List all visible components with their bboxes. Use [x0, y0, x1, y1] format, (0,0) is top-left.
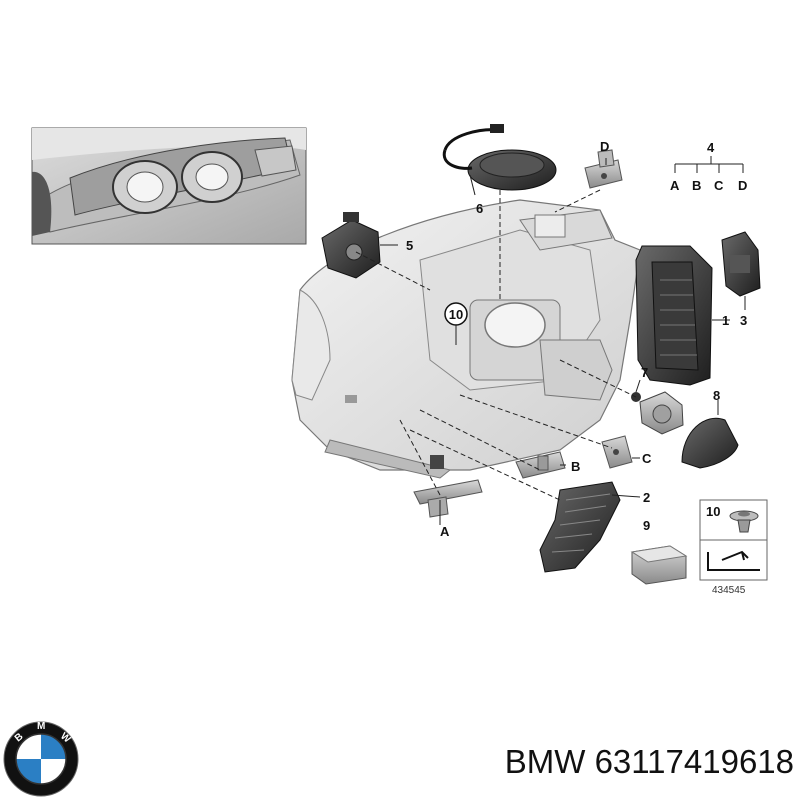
tree-leaf-C: C [714, 178, 724, 193]
callout-7: 7 [641, 365, 648, 380]
part-C-bracket [601, 435, 633, 469]
footer-title: BMW 63117419618 [418, 738, 794, 786]
part-A-bracket [413, 479, 483, 518]
part-9-box [630, 545, 688, 585]
bmw-logo-icon: B M W [3, 721, 79, 797]
callout-10: 10 [449, 307, 463, 322]
tree-root: 4 [707, 140, 715, 155]
callout-labels: 5 6 D 1 3 7 8 C B 2 A 9 [406, 139, 747, 539]
callout-3: 3 [740, 313, 747, 328]
inset-label-10: 10 [706, 504, 720, 519]
callout-A: A [440, 524, 450, 539]
leader-lines [355, 158, 746, 525]
headlight-housing [291, 199, 641, 479]
tree-leaf-A: A [670, 178, 680, 193]
part-2-seal [539, 481, 621, 573]
sheet-number: 434545 [712, 585, 746, 596]
callout-C: C [642, 451, 652, 466]
screw-icon [729, 510, 759, 533]
part-6-cover-cap [442, 124, 557, 191]
part-3-module [721, 231, 761, 297]
callout-B: B [571, 459, 580, 474]
inset-box: 10 [699, 499, 768, 581]
tree-leaf-B: B [692, 178, 701, 193]
part-10-marker: 10 [444, 302, 468, 326]
part-D-bracket [584, 149, 623, 189]
part-5-leveling-motor [321, 212, 381, 279]
symbol-icon [707, 550, 760, 571]
callout-8: 8 [713, 388, 720, 403]
callout-1: 1 [722, 313, 729, 328]
part-8-cap [681, 417, 739, 469]
part-1-control-unit [635, 245, 713, 386]
footer-part-number: 63117419618 [594, 743, 794, 780]
footer-brand: BMW [504, 743, 586, 780]
callout-9: 9 [643, 518, 650, 533]
callout-2: 2 [643, 490, 650, 505]
logo-letter-m: M [37, 721, 45, 732]
kit-tree: 4 A B C D [670, 140, 747, 193]
callout-6: 6 [476, 201, 483, 216]
callout-D-top: D [600, 139, 609, 154]
headlight-photo-icon [31, 127, 307, 245]
part-7-actuator [631, 391, 684, 435]
tree-leaf-D: D [738, 178, 747, 193]
part-B-bracket [515, 451, 566, 479]
callout-5: 5 [406, 238, 413, 253]
